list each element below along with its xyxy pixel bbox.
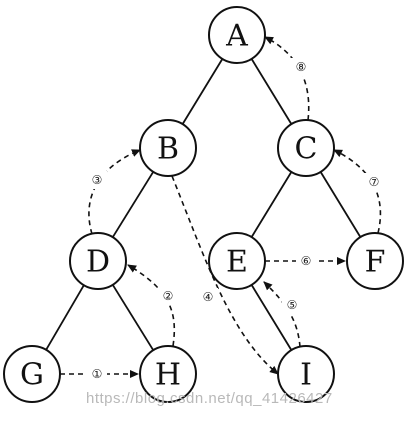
thread-arrow-h-d: [127, 264, 176, 347]
thread-step-label-4: ④: [203, 290, 214, 304]
edge-a-c: [250, 58, 293, 125]
tree-node-c: C: [277, 119, 335, 177]
tree-node-h: H: [139, 345, 197, 403]
node-circle: [277, 119, 335, 177]
thread-step-label-8: ⑧: [296, 60, 307, 74]
node-circle: [208, 232, 266, 290]
node-label: D: [86, 245, 110, 280]
step-label-background: [296, 252, 316, 270]
thread-step-label-1: ①: [92, 367, 103, 381]
thread-step-label-3: ③: [92, 173, 103, 187]
thread-arrow-d-b: [88, 149, 141, 235]
node-circle: [3, 345, 61, 403]
node-circle: [277, 345, 335, 403]
step-label-background: [87, 171, 107, 189]
node-label: F: [365, 245, 386, 280]
node-label: I: [300, 358, 312, 393]
thread-step-label-6: ⑥: [301, 254, 312, 268]
edge-b-d: [111, 171, 155, 238]
step-label-background: [291, 58, 311, 76]
edge-c-f: [319, 171, 362, 238]
node-label: G: [20, 358, 44, 393]
node-label: B: [157, 132, 179, 167]
watermark-text: https://blog.csdn.net/qq_41426427: [86, 390, 333, 407]
tree-node-d: D: [69, 232, 127, 290]
thread-step-label-2: ②: [163, 289, 174, 303]
tree-node-a: A: [208, 6, 266, 64]
step-label-background: [282, 296, 302, 314]
edge-a-b: [181, 58, 224, 125]
node-label: A: [225, 19, 248, 54]
thread-arrow-i-e: [263, 281, 301, 348]
thread-step-label-7: ⑦: [369, 175, 380, 189]
edge-c-e: [250, 171, 293, 238]
step-label-background: [198, 288, 218, 306]
step-label-background: [87, 365, 107, 383]
thread-arrow-f-c: [333, 149, 382, 234]
tree-node-i: I: [277, 345, 335, 403]
edge-d-h: [111, 284, 155, 351]
tree-node-e: E: [208, 232, 266, 290]
edge-d-g: [45, 284, 85, 351]
node-label: E: [226, 245, 248, 280]
step-label-background: [364, 173, 384, 191]
node-circle: [139, 345, 197, 403]
tree-node-f: F: [346, 232, 404, 290]
node-circle: [346, 232, 404, 290]
node-circle: [69, 232, 127, 290]
node-label: H: [155, 358, 181, 393]
node-circle: [208, 6, 266, 64]
node-label: C: [295, 132, 318, 167]
step-label-background: [158, 287, 178, 305]
thread-arrow-c-a: [264, 36, 310, 121]
tree-node-g: G: [3, 345, 61, 403]
node-circle: [139, 119, 197, 177]
tree-node-b: B: [139, 119, 197, 177]
edge-e-i: [250, 284, 293, 351]
thread-step-label-5: ⑤: [287, 298, 298, 312]
